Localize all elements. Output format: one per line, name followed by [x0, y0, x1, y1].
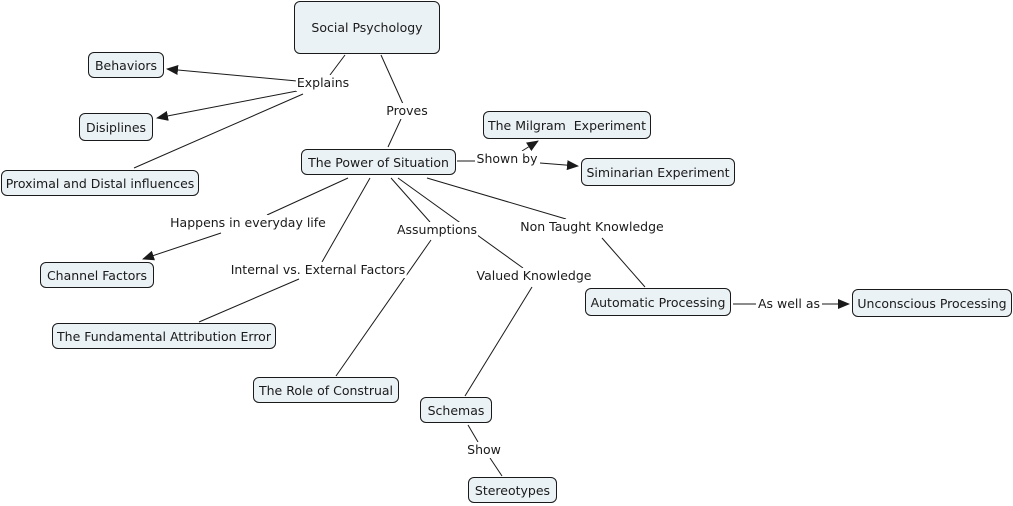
- node-social-psychology[interactable]: Social Psychology: [294, 1, 440, 54]
- label-explains[interactable]: Explains: [295, 75, 351, 91]
- node-proximal-distal[interactable]: Proximal and Distal influences: [1, 170, 199, 196]
- label-assumptions[interactable]: Assumptions: [395, 222, 479, 238]
- node-automatic-processing[interactable]: Automatic Processing: [585, 288, 731, 316]
- line-explains-proximal: [133, 93, 304, 169]
- node-disiplines[interactable]: Disiplines: [79, 113, 153, 141]
- node-power-of-situation[interactable]: The Power of Situation: [301, 149, 456, 175]
- node-fundamental-attribution-error[interactable]: The Fundamental Attribution Error: [52, 323, 276, 349]
- node-behaviors[interactable]: Behaviors: [88, 52, 164, 78]
- node-stereotypes[interactable]: Stereotypes: [468, 477, 557, 503]
- label-shown-by[interactable]: Shown by: [475, 151, 539, 167]
- node-channel-factors[interactable]: Channel Factors: [40, 262, 154, 288]
- line-social-proves: [380, 54, 404, 105]
- line-internal-fae: [198, 278, 300, 323]
- line-explains-disiplines: [156, 90, 298, 121]
- line-proves-power: [387, 118, 402, 148]
- node-schemas[interactable]: Schemas: [420, 397, 492, 423]
- line-power-internal: [321, 177, 371, 263]
- node-siminarian-experiment[interactable]: Siminarian Experiment: [581, 158, 735, 186]
- line-shownby-milgram: [521, 140, 539, 152]
- label-valued-knowledge[interactable]: Valued Knowledge: [475, 268, 593, 284]
- label-non-taught-knowledge[interactable]: Non Taught Knowledge: [519, 219, 665, 235]
- line-power-nontaught: [426, 177, 567, 220]
- node-milgram-experiment[interactable]: The Milgram Experiment: [483, 111, 651, 139]
- line-nontaught-automatic: [601, 237, 646, 288]
- label-happens-everyday[interactable]: Happens in everyday life: [169, 215, 327, 231]
- label-show[interactable]: Show: [466, 442, 502, 458]
- label-as-well-as[interactable]: As well as: [756, 296, 822, 312]
- line-social-explains: [329, 54, 346, 76]
- line-explains-behaviors: [166, 65, 298, 82]
- line-valued-schemas: [464, 286, 533, 397]
- line-power-assumptions: [390, 177, 431, 223]
- label-internal-external[interactable]: Internal vs. External Factors: [229, 262, 407, 278]
- line-schemas-show: [467, 424, 479, 443]
- line-assumptions-construal: [335, 239, 432, 377]
- line-happens-channel: [142, 232, 222, 261]
- line-power-happens: [266, 177, 349, 216]
- node-role-of-construal[interactable]: The Role of Construal: [253, 377, 399, 403]
- label-proves[interactable]: Proves: [385, 103, 429, 119]
- node-unconscious-processing[interactable]: Unconscious Processing: [852, 289, 1012, 317]
- line-shownby-siminarian: [539, 160, 579, 171]
- line-show-stereotypes: [489, 457, 503, 477]
